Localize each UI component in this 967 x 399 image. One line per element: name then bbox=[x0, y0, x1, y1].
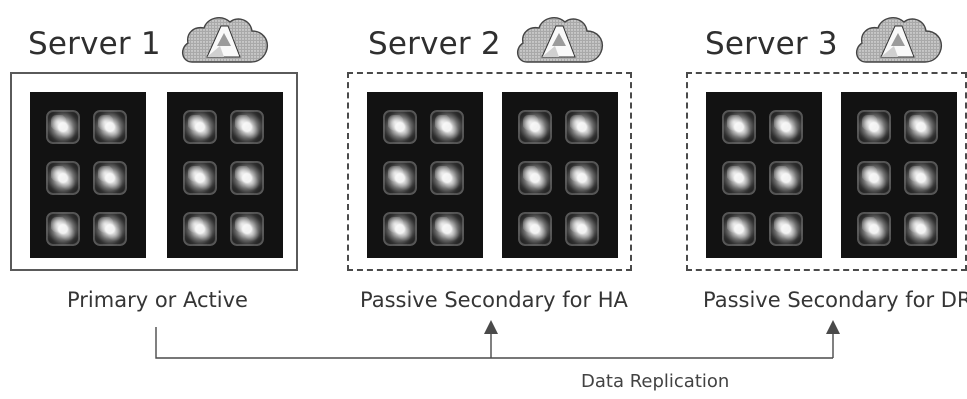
server-3-rack-right bbox=[841, 92, 957, 258]
server-2-rack-left bbox=[367, 92, 483, 258]
replication-connector bbox=[155, 327, 833, 359]
processor-chip bbox=[769, 110, 803, 144]
data-replication-label: Data Replication bbox=[581, 371, 730, 392]
processor-chip bbox=[383, 212, 417, 246]
processor-chip bbox=[565, 161, 599, 195]
processor-chip bbox=[857, 110, 891, 144]
processor-chip bbox=[904, 110, 938, 144]
server-3-frame bbox=[686, 72, 967, 271]
server-3-caption: Passive Secondary for DR bbox=[703, 288, 967, 312]
processor-chip bbox=[769, 212, 803, 246]
processor-chip bbox=[46, 161, 80, 195]
processor-chip bbox=[230, 110, 264, 144]
server-1-caption: Primary or Active bbox=[67, 288, 248, 312]
processor-chip bbox=[46, 212, 80, 246]
server-2-rack-right bbox=[502, 92, 618, 258]
processor-chip bbox=[722, 212, 756, 246]
processor-chip bbox=[722, 161, 756, 195]
server-1-title: Server 1 bbox=[28, 26, 161, 62]
processor-chip bbox=[904, 161, 938, 195]
processor-chip bbox=[857, 161, 891, 195]
processor-chip bbox=[183, 110, 217, 144]
processor-chip bbox=[230, 212, 264, 246]
server-2-title: Server 2 bbox=[368, 26, 501, 62]
processor-chip bbox=[46, 110, 80, 144]
processor-chip bbox=[518, 212, 552, 246]
server-1-rack-left bbox=[30, 92, 146, 258]
processor-chip bbox=[93, 161, 127, 195]
processor-chip bbox=[93, 110, 127, 144]
processor-chip bbox=[857, 212, 891, 246]
processor-chip bbox=[183, 212, 217, 246]
server-2-caption: Passive Secondary for HA bbox=[360, 288, 628, 312]
processor-chip bbox=[769, 161, 803, 195]
cloud-badge-icon bbox=[516, 17, 604, 63]
processor-chip bbox=[722, 110, 756, 144]
processor-chip bbox=[230, 161, 264, 195]
cloud-badge-icon bbox=[855, 17, 943, 63]
processor-chip bbox=[430, 161, 464, 195]
server-3-rack-left bbox=[706, 92, 822, 258]
processor-chip bbox=[183, 161, 217, 195]
server-2-frame bbox=[347, 72, 632, 271]
processor-chip bbox=[518, 161, 552, 195]
processor-chip bbox=[565, 212, 599, 246]
server-1-rack-right bbox=[167, 92, 283, 258]
server-1-frame bbox=[10, 72, 298, 271]
cloud-badge-icon bbox=[181, 17, 269, 63]
server-3-title: Server 3 bbox=[705, 26, 838, 62]
processor-chip bbox=[565, 110, 599, 144]
processor-chip bbox=[383, 110, 417, 144]
processor-chip bbox=[93, 212, 127, 246]
processor-chip bbox=[518, 110, 552, 144]
processor-chip bbox=[904, 212, 938, 246]
processor-chip bbox=[430, 212, 464, 246]
processor-chip bbox=[430, 110, 464, 144]
processor-chip bbox=[383, 161, 417, 195]
